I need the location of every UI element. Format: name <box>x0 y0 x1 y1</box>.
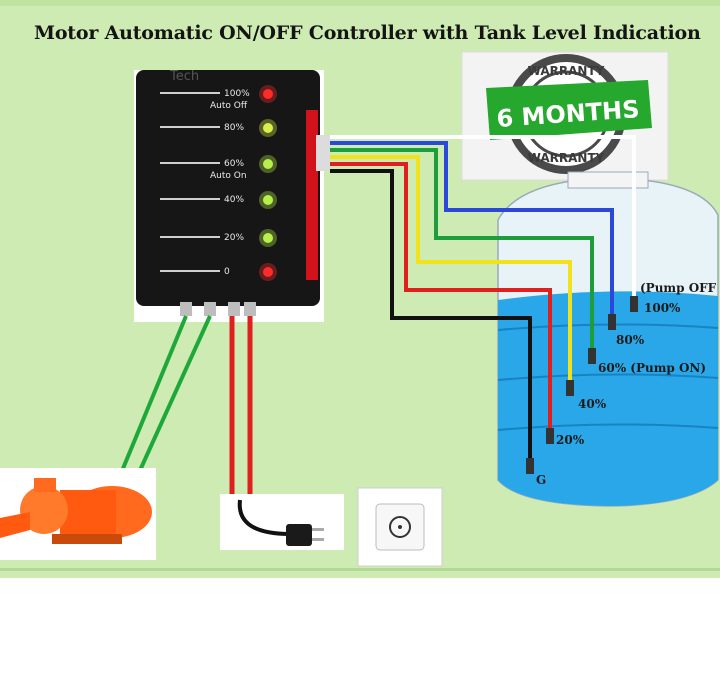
level-mark <box>160 198 220 200</box>
led-indicator <box>263 89 273 99</box>
power-plug <box>220 494 344 550</box>
level-mark <box>160 236 220 238</box>
level-label: 100% <box>224 89 250 99</box>
level-label: 40% <box>224 195 244 205</box>
label-ground: G <box>536 473 546 487</box>
wire-red <box>330 162 552 432</box>
level-mark <box>160 92 220 94</box>
wall-socket <box>357 487 443 567</box>
probe-60 <box>588 348 596 364</box>
level-mark <box>160 126 220 128</box>
probe-80 <box>608 314 616 330</box>
probe-40 <box>566 380 574 396</box>
controller-unit: Tech 100% Auto Off 80% 60% Auto On 40% 20% 0 <box>134 69 330 322</box>
water-pump <box>0 468 156 560</box>
warranty-top-text: WARRANTY <box>528 64 605 78</box>
label-pump-off: (Pump OFF <box>640 281 717 295</box>
label-60: 60% (Pump ON) <box>598 361 706 375</box>
wire-blue <box>330 141 614 318</box>
level-sublabel: Auto On <box>210 171 247 181</box>
led-indicator <box>263 233 273 243</box>
wire-black <box>330 169 532 462</box>
diagram-title: Motor Automatic ON/OFF Controller with T… <box>34 22 701 44</box>
level-label: 0 <box>224 267 230 277</box>
led-indicator <box>263 123 273 133</box>
probe-20 <box>546 428 554 444</box>
wire-yellow <box>330 155 572 384</box>
tank-lid <box>567 171 649 189</box>
level-sublabel: Auto Off <box>210 101 248 111</box>
label-40: 40% <box>578 397 607 411</box>
level-label: 60% <box>224 159 244 169</box>
controller-brand: Tech <box>169 69 199 84</box>
warranty-bottom-text: WARRANTY <box>528 151 605 165</box>
tank-water <box>498 291 718 506</box>
warranty-badge: WARRANTY 6 MONTHS WARRANTY <box>461 51 669 181</box>
label-100: 100% <box>644 301 681 315</box>
led-indicator <box>263 159 273 169</box>
led-indicator <box>263 195 273 205</box>
wire-green <box>330 148 594 352</box>
power-wires <box>229 316 253 500</box>
level-probes <box>526 296 638 474</box>
sensor-wires <box>330 135 636 462</box>
warranty-ribbon <box>486 80 652 140</box>
led-indicator <box>263 267 273 277</box>
level-mark <box>160 162 220 164</box>
label-80: 80% <box>616 333 645 347</box>
controller-body <box>136 70 320 306</box>
probe-100 <box>630 296 638 312</box>
water-tank <box>497 171 719 507</box>
wire-white <box>330 135 636 300</box>
level-mark <box>160 270 220 272</box>
probe-ground <box>526 458 534 474</box>
level-label: 80% <box>224 123 244 133</box>
label-20: 20% <box>556 433 585 447</box>
controller-connector <box>316 135 330 171</box>
level-label: 20% <box>224 233 244 243</box>
